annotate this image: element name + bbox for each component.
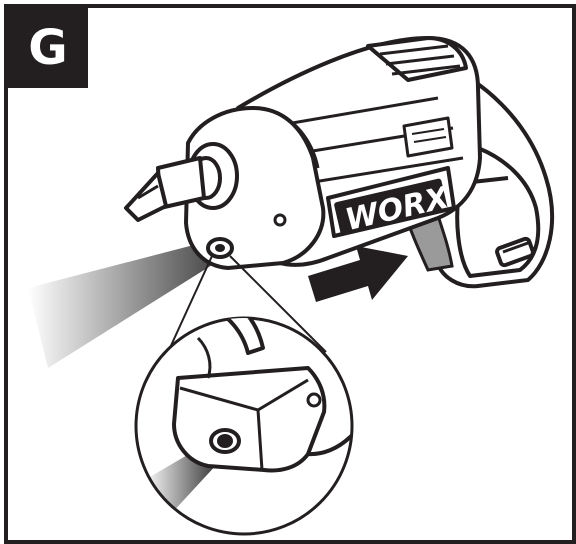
chuck-and-bit <box>124 142 239 222</box>
led-light-beam-icon <box>28 240 220 368</box>
push-arrow-icon <box>308 246 408 302</box>
led-window <box>206 237 234 259</box>
zoom-detail-icon <box>134 316 354 536</box>
step-label: G <box>8 8 88 88</box>
screwdriver-illustration: WORX <box>28 36 555 536</box>
instruction-panel: WORX <box>4 4 576 544</box>
